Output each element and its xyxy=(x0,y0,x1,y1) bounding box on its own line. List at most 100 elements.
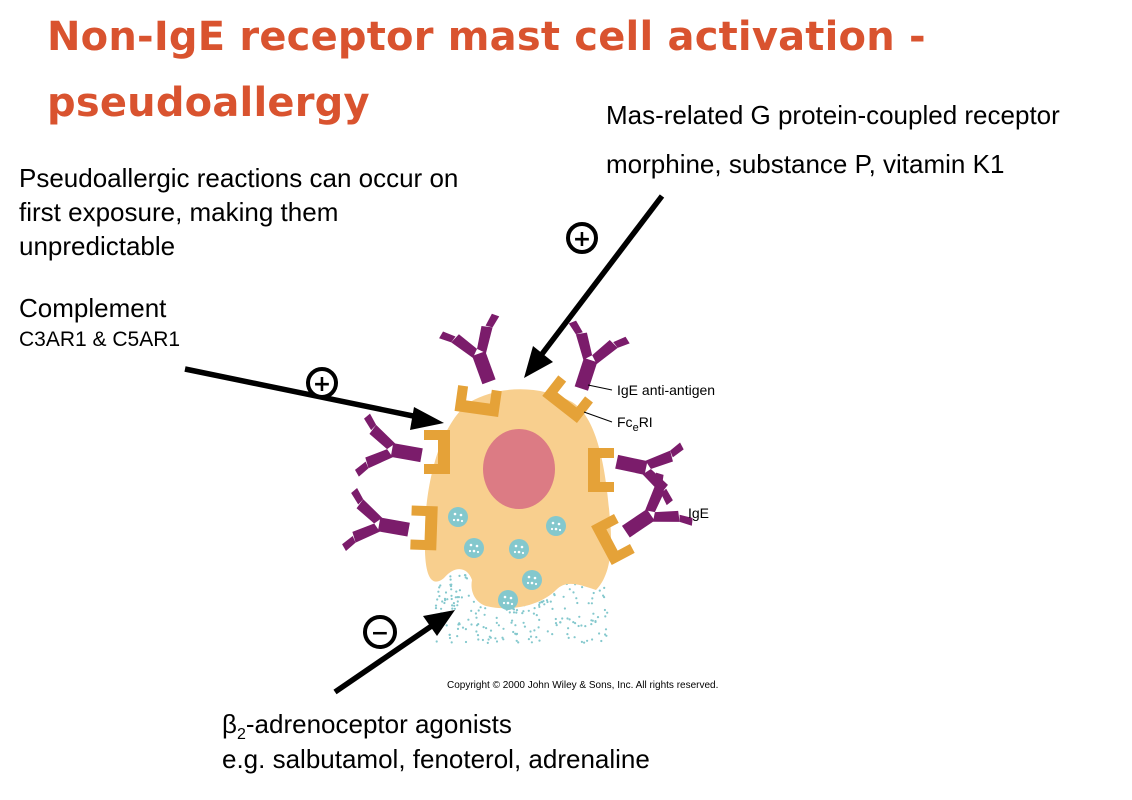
complement-receptors: C3AR1 & C5AR1 xyxy=(19,328,181,351)
mediator-speck xyxy=(456,627,460,631)
ige-antibody xyxy=(610,430,685,507)
mediator-speck xyxy=(495,640,499,643)
mediator-speck xyxy=(542,600,545,603)
mediator-speck xyxy=(555,624,558,627)
svg-text:−: − xyxy=(371,621,389,646)
label-fc-rest: RI xyxy=(638,414,653,430)
mediator-speck xyxy=(572,591,575,594)
mediator-speck xyxy=(512,611,516,614)
mediator-speck xyxy=(456,635,459,638)
mediator-speck xyxy=(605,634,608,637)
mediator-speck xyxy=(523,625,527,628)
mediator-speck xyxy=(540,600,543,604)
mediator-speck xyxy=(566,617,569,620)
mediator-speck xyxy=(487,638,490,641)
mediator-speck xyxy=(477,609,480,612)
granule xyxy=(522,570,542,590)
mediator-speck xyxy=(454,596,457,599)
mediator-speck xyxy=(592,591,595,595)
mediator-speck xyxy=(456,604,459,607)
mediator-speck xyxy=(533,629,536,632)
mediator-speck xyxy=(450,641,453,644)
mediator-speck xyxy=(572,621,575,624)
mediator-speck xyxy=(535,636,538,639)
mediator-speck xyxy=(563,607,567,610)
mediator-speck xyxy=(453,607,456,610)
mediator-speck xyxy=(522,610,525,613)
mediator-speck xyxy=(604,615,607,618)
mediator-speck xyxy=(444,591,448,594)
granule xyxy=(448,507,468,527)
label-fc-subscript: e xyxy=(632,421,639,434)
mediator-speck xyxy=(567,636,570,640)
mediator-speck xyxy=(598,589,601,592)
arrow-mrgpr xyxy=(524,194,665,378)
beta2-examples: e.g. salbutamol, fenoterol, adrenaline xyxy=(222,744,650,774)
arrow-beta2 xyxy=(333,610,455,695)
mrgpr-receptor-label: Mas-related G protein-coupled receptor xyxy=(606,100,1060,130)
minus-sign-icon: − xyxy=(363,615,397,649)
mediator-speck xyxy=(464,576,467,579)
mediator-speck xyxy=(515,632,519,636)
mediator-speck xyxy=(577,624,580,628)
mediator-speck xyxy=(434,607,438,610)
mediator-speck xyxy=(606,611,609,614)
mediator-speck xyxy=(458,622,461,625)
mediator-speck xyxy=(600,639,603,643)
title-line-2: pseudoallergy xyxy=(47,80,370,126)
mediator-speck xyxy=(554,622,558,625)
mediator-speck xyxy=(446,598,449,601)
mediator-speck xyxy=(603,608,607,612)
mediator-speck xyxy=(477,623,480,626)
mediator-speck xyxy=(495,616,498,620)
mediator-speck xyxy=(450,588,453,591)
mediator-speck xyxy=(445,624,448,627)
mediator-speck xyxy=(527,638,531,641)
mediator-speck xyxy=(472,600,475,603)
mediator-speck xyxy=(451,604,454,607)
mediator-speck xyxy=(584,625,587,628)
mediator-speck xyxy=(476,634,480,637)
mediator-speck xyxy=(485,627,488,630)
beta2-label-text: -adrenoceptor agonists xyxy=(245,709,512,739)
mediator-speck xyxy=(479,606,482,609)
mediator-speck xyxy=(510,621,513,624)
leader-fc-receptor xyxy=(583,411,613,423)
mediator-speck xyxy=(574,622,577,625)
mrgpr-ligands: morphine, substance P, vitamin K1 xyxy=(606,149,1005,179)
mediator-speck xyxy=(475,630,478,633)
ige-antibody xyxy=(437,311,520,393)
mediator-speck xyxy=(439,584,442,587)
mediator-speck xyxy=(470,609,473,613)
mediator-speck xyxy=(561,617,564,620)
mediator-speck xyxy=(438,595,441,598)
fc-receptor-left-lower xyxy=(341,487,438,562)
mediator-speck xyxy=(576,601,579,605)
beta-subscript: 2 xyxy=(236,726,246,744)
mediator-speck xyxy=(452,602,455,605)
mediator-speck xyxy=(501,636,504,639)
mediator-speck xyxy=(489,629,493,632)
mediator-speck xyxy=(449,575,452,578)
mediator-speck xyxy=(514,624,517,627)
mediator-speck xyxy=(482,626,485,629)
mediator-speck xyxy=(545,599,549,602)
mediator-speck xyxy=(449,578,452,581)
ige-antibody xyxy=(341,487,415,562)
mediator-speck xyxy=(592,612,595,615)
mediator-speck xyxy=(510,619,514,622)
mediator-speck xyxy=(554,617,557,621)
mediator-speck xyxy=(591,597,594,600)
mediator-speck xyxy=(546,600,549,604)
label-fc-receptor: FceRI xyxy=(617,414,653,434)
mediator-speck xyxy=(443,601,446,605)
mediator-speck xyxy=(475,616,478,619)
mediator-speck xyxy=(562,595,565,598)
mediator-speck xyxy=(497,624,500,627)
label-ige-anti-antigen: IgE anti-antigen xyxy=(617,382,716,398)
mediator-speck xyxy=(438,586,441,589)
mediator-speck xyxy=(464,640,468,644)
mediator-speck xyxy=(538,605,541,609)
mediator-speck xyxy=(458,574,461,578)
